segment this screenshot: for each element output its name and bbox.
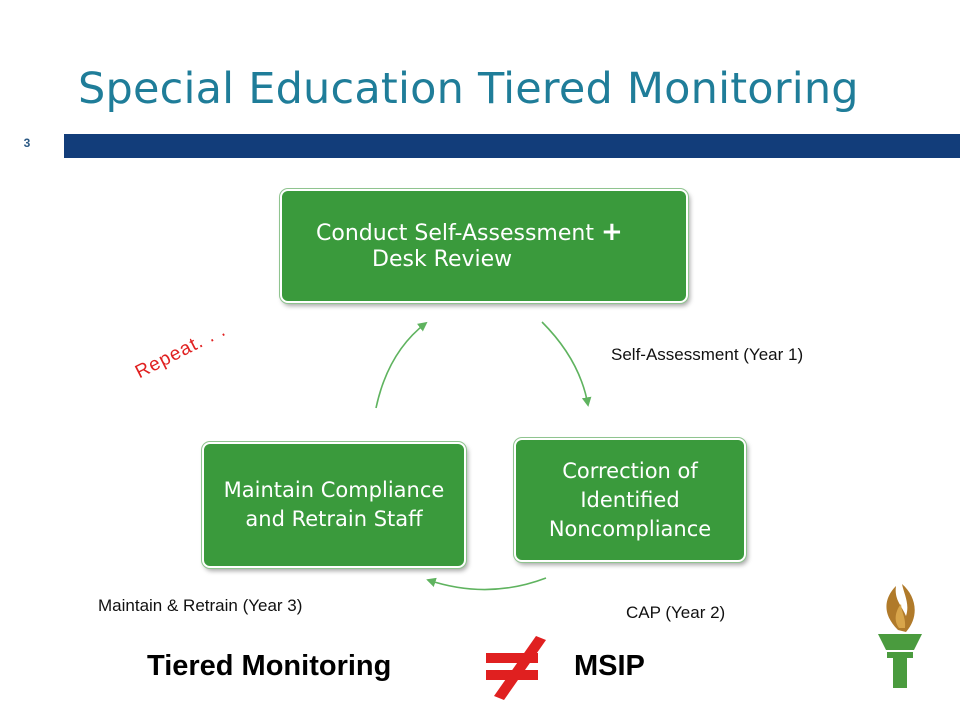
slide-number: 3 <box>23 136 31 150</box>
step-self-assessment-box: Conduct Self-Assessment + Desk Review <box>280 189 688 303</box>
label-year3: Maintain & Retrain (Year 3) <box>98 596 303 615</box>
torch-icon <box>878 584 922 688</box>
arrow-step2-to-step3 <box>426 577 547 591</box>
plus-sign: + <box>600 217 623 247</box>
label-year1: Self-Assessment (Year 1) <box>611 345 804 364</box>
step2-label: Correction of Identified Noncompliance <box>548 458 712 541</box>
step1-label-line2: Desk Review <box>372 247 513 272</box>
arrow-step3-to-step1 <box>375 321 428 409</box>
label-year2: CAP (Year 2) <box>626 603 726 622</box>
slide-number-box <box>0 134 54 158</box>
tiered-monitoring-term: Tiered Monitoring <box>147 650 392 682</box>
step-correction-box: Correction of Identified Noncompliance <box>514 438 746 562</box>
msip-term: MSIP <box>574 650 645 682</box>
not-equal-icon <box>486 636 546 700</box>
title-underline-bar <box>64 134 960 158</box>
slide-title: Special Education Tiered Monitoring <box>78 64 859 114</box>
step-maintain-box: Maintain Compliance and Retrain Staff <box>202 442 466 568</box>
step3-label: Maintain Compliance and Retrain Staff <box>223 478 445 531</box>
arrow-step1-to-step2 <box>541 321 592 407</box>
step1-label-line1: Conduct Self-Assessment <box>316 221 594 246</box>
